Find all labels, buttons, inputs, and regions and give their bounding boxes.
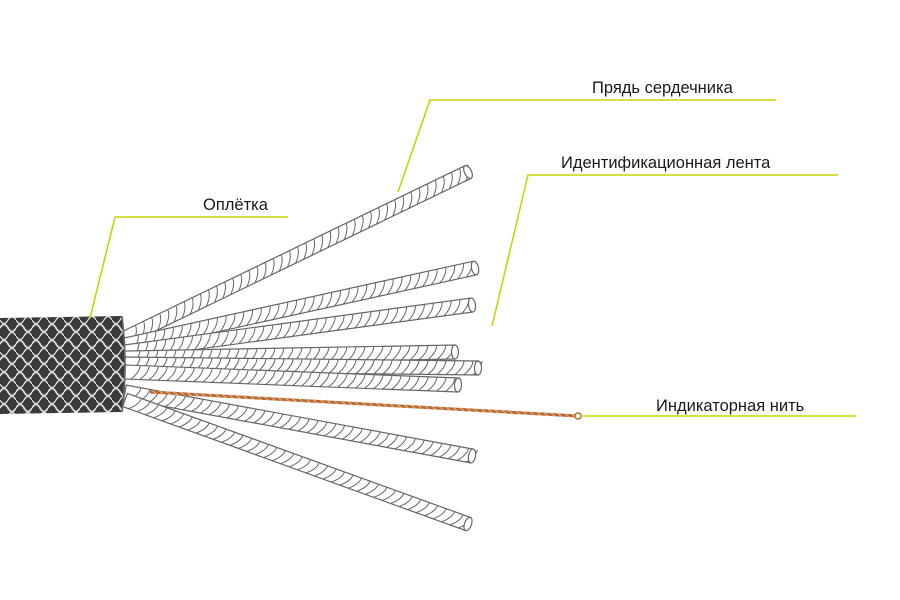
label-indicator-thread: Индикаторная нить — [656, 397, 804, 415]
core-strand — [122, 260, 480, 353]
braid-sheath — [0, 315, 126, 414]
label-braid: Оплётка — [203, 196, 269, 214]
core-strand — [121, 392, 473, 532]
core-strand — [123, 384, 478, 464]
label-core-strand: Прядь сердечника — [592, 79, 734, 97]
leader-lines — [89, 99, 856, 417]
indicator-thread — [149, 389, 582, 420]
label-id-tape: Идентификационная лента — [561, 154, 771, 172]
leader-braid — [89, 216, 288, 319]
core-strands — [121, 164, 483, 532]
leader-id-tape — [491, 174, 838, 327]
leader-core-strand — [397, 99, 776, 193]
core-strand — [124, 364, 463, 393]
